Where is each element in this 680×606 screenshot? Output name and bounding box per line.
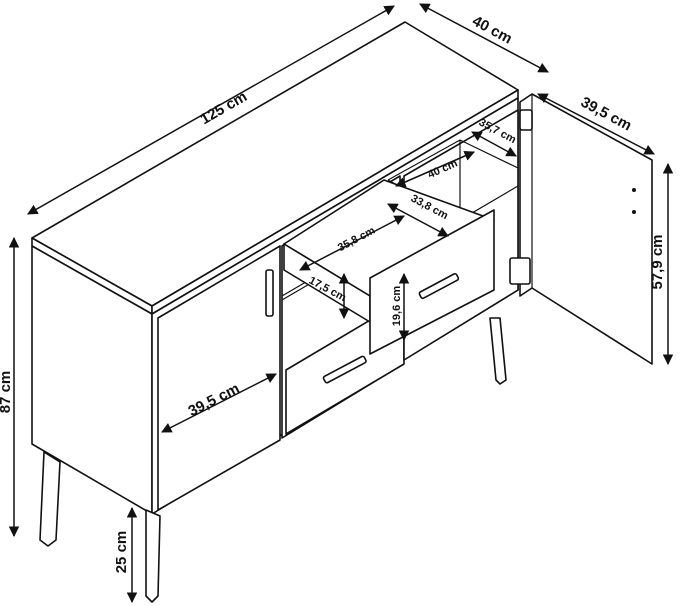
label-87: 87 cm [0, 371, 14, 414]
door-hole-bottom [632, 210, 636, 214]
right-door [509, 93, 653, 365]
back-right-leg [489, 317, 507, 385]
left-leg [39, 451, 61, 547]
lower-drawer-handle [322, 355, 367, 384]
dim-125-line [27, 5, 395, 215]
dim-40-line [419, 3, 549, 73]
dim-33-8-line [387, 203, 449, 237]
dim-35-7-line [471, 131, 517, 157]
front-leg [145, 509, 161, 603]
label-19-6: 19,6 cm [391, 286, 403, 327]
open-drawer-handle [418, 272, 460, 300]
door-hole-top [632, 188, 636, 192]
hinge-top [519, 109, 533, 131]
legs-front [39, 451, 161, 603]
right-door-panel [519, 93, 653, 365]
legs-back [489, 317, 507, 385]
dim-39-5-top-line [537, 93, 655, 155]
dim-35-8-line [299, 215, 405, 271]
label-25: 25 cm [113, 531, 130, 574]
dim-39-5-door-line [161, 373, 277, 433]
dimension-lines [8, 3, 674, 604]
label-57-9: 57,9 cm [649, 234, 666, 289]
hinge-bottom [509, 257, 531, 285]
left-door-handle [265, 269, 274, 317]
dim-40-inner-line [395, 150, 475, 188]
